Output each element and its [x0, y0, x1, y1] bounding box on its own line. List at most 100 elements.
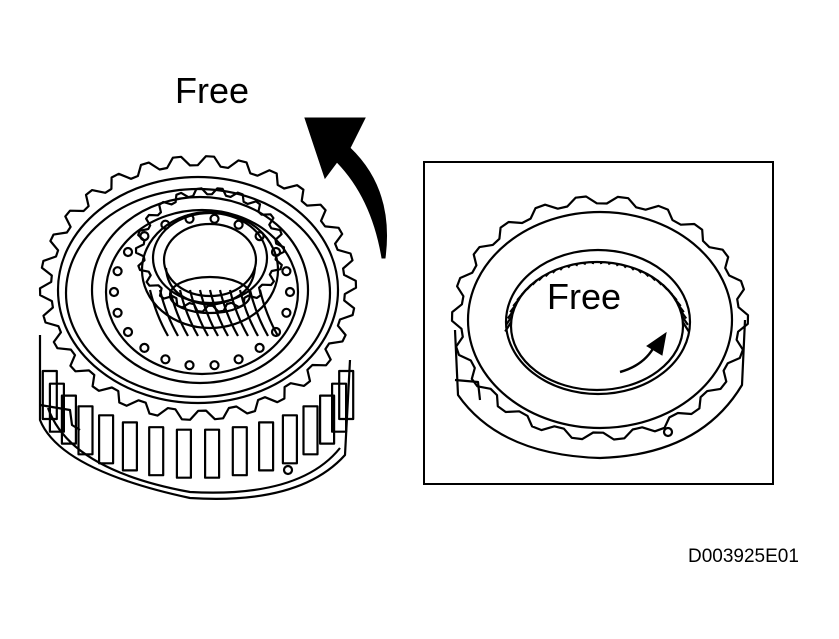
hub-hole	[122, 246, 134, 258]
clutch-bore-edge	[509, 260, 685, 392]
sprag	[525, 283, 533, 291]
outer-ring-inner-edge	[56, 175, 340, 405]
sprag	[551, 269, 557, 274]
sprag	[677, 304, 685, 313]
sprag	[509, 304, 517, 313]
sprag	[505, 315, 513, 326]
sprag	[583, 262, 587, 266]
sprag	[531, 279, 538, 286]
spline-tooth	[97, 414, 115, 465]
sprag	[650, 275, 656, 282]
clutch-notch	[662, 426, 674, 438]
hub-outer-edge	[90, 195, 310, 385]
sleeve-top	[151, 211, 269, 305]
sprag	[538, 275, 544, 282]
hub-hole	[122, 326, 134, 338]
sprag	[666, 288, 674, 296]
curved-arrow-counterclockwise-icon	[304, 117, 388, 259]
skirt-tab	[39, 403, 81, 431]
spline-tooth	[258, 421, 275, 472]
helical-gear-teeth	[148, 289, 279, 337]
helical-tooth	[148, 289, 169, 337]
sprag	[630, 266, 635, 271]
helical-tooth	[198, 289, 219, 337]
sprag	[559, 266, 564, 271]
spline-tooth	[60, 394, 78, 445]
inner-gear-base	[140, 210, 280, 330]
sprag	[544, 272, 550, 278]
clutch-outer-ring	[450, 195, 750, 441]
hub-hole-pattern	[108, 213, 296, 371]
sprag	[623, 264, 627, 269]
hub-hole	[284, 286, 296, 298]
inset-frame	[423, 161, 774, 485]
sleeve-bottom	[168, 275, 252, 315]
clutch-drum-assembly	[38, 155, 358, 500]
hub-hole	[209, 360, 220, 371]
clutch-inner-bore	[504, 248, 692, 396]
drum-base-rim	[46, 407, 341, 494]
hub-hole	[233, 219, 244, 230]
sleeve-inner	[162, 222, 258, 298]
helical-tooth	[228, 289, 249, 337]
sprag	[575, 263, 579, 267]
sprag	[607, 262, 611, 266]
spline-tooth	[204, 428, 221, 479]
spline-tooth	[319, 394, 336, 445]
sprag	[637, 269, 643, 274]
helical-tooth	[248, 289, 269, 337]
sprag	[644, 272, 650, 278]
clutch-tab	[454, 378, 482, 401]
sprag	[516, 293, 524, 301]
spline-tooth	[338, 369, 355, 421]
helical-tooth	[178, 289, 199, 337]
spline-tooth	[77, 405, 94, 456]
sprag	[681, 321, 690, 333]
sleeve-bore	[164, 267, 257, 307]
sprag	[520, 288, 528, 296]
sprag	[674, 298, 682, 307]
hub-hole	[254, 342, 265, 353]
sprag	[679, 309, 688, 320]
one-way-clutch	[450, 195, 750, 460]
clutch-skirt	[453, 319, 747, 460]
spline-tooth	[281, 414, 298, 465]
spline-tooth	[302, 405, 319, 456]
hub-hole	[254, 231, 265, 242]
helical-tooth	[208, 289, 229, 337]
spline-tooth	[175, 428, 192, 479]
spline-tooth	[231, 426, 248, 477]
hub-hole	[112, 266, 123, 277]
spline-tooth	[148, 426, 165, 477]
clutch-outer-face	[466, 210, 734, 430]
curved-arrow-clockwise-icon	[619, 331, 667, 374]
lower-spline-row	[41, 369, 355, 479]
free-label-inset: Free	[547, 276, 622, 317]
sprag	[681, 315, 689, 326]
hub-hole	[112, 307, 123, 318]
drum-skirt	[38, 335, 352, 500]
hub-hole	[108, 286, 120, 298]
hub-hole	[270, 326, 282, 338]
hub-hole	[139, 342, 150, 353]
sprag	[567, 264, 571, 269]
hub-hole-ring	[104, 208, 300, 376]
outer-toothed-ring	[38, 155, 358, 421]
helical-tooth	[238, 289, 259, 337]
spline-tooth	[121, 421, 139, 472]
sprag-elements	[504, 261, 690, 333]
helical-tooth	[218, 289, 239, 337]
hub-hole	[233, 354, 244, 365]
sprag	[506, 309, 515, 320]
hub-hole	[209, 213, 220, 224]
sprag	[656, 279, 663, 286]
hub-hole	[160, 354, 171, 365]
sprag	[615, 263, 619, 267]
sprag	[661, 283, 669, 291]
free-label-main: Free	[175, 70, 250, 111]
hub-hole	[281, 266, 292, 277]
helical-tooth	[258, 289, 279, 337]
skirt-notch	[282, 464, 294, 476]
figure-code: D003925E01	[688, 546, 799, 567]
